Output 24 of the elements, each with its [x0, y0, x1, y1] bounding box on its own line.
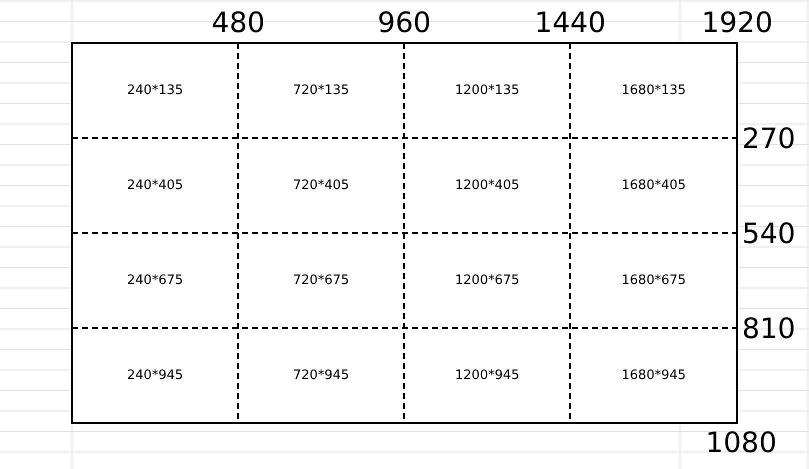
axis-value: 480 [212, 6, 265, 38]
cell-label: 1200*945 [455, 368, 520, 383]
cell-label: 1680*945 [622, 368, 686, 383]
cell-label: 240*405 [127, 178, 184, 193]
cell-label: 1200*405 [455, 178, 520, 193]
axis-value: 1440 [534, 6, 606, 38]
axis-value: 810 [742, 312, 796, 344]
cell-label: 1200*675 [455, 273, 520, 288]
cell-label: 1200*135 [455, 83, 520, 98]
cell-label: 1680*405 [622, 178, 686, 193]
axis-value: 270 [742, 122, 796, 154]
axis-value: 1080 [706, 426, 777, 458]
cell-label: 1680*675 [622, 273, 686, 288]
cell-label: 240*945 [127, 368, 184, 383]
axis-value: 540 [742, 216, 796, 250]
axis-value: 960 [378, 6, 431, 38]
cell-label: 720*405 [293, 178, 350, 193]
axis-value: 1920 [702, 6, 773, 38]
cell-label: 240*135 [127, 83, 184, 98]
cell-label: 720*135 [293, 83, 350, 98]
cell-label: 240*675 [127, 273, 184, 288]
cell-label: 720*945 [293, 368, 350, 383]
cell-label: 1680*135 [622, 83, 686, 98]
cell-label: 720*675 [293, 273, 350, 288]
